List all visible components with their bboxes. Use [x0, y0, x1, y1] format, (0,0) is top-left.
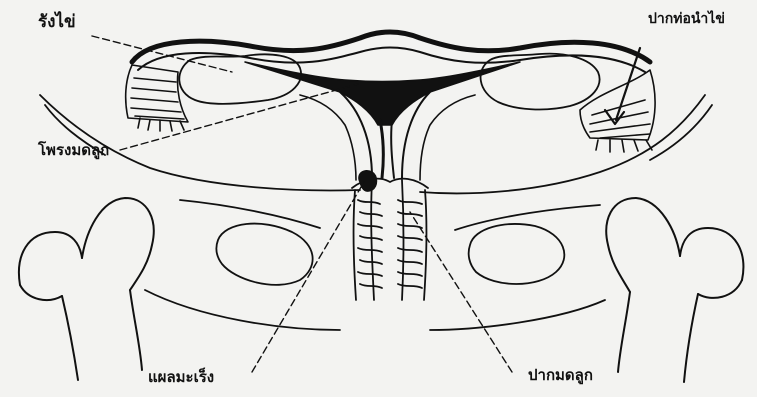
- right-femur: [606, 198, 743, 382]
- left-fimbriae: [126, 65, 188, 131]
- obturator-foramina: [216, 224, 564, 285]
- label-ovary: รังไข่: [38, 14, 76, 31]
- right-fimbriae: [580, 70, 655, 152]
- leader-ulcer: [252, 182, 364, 372]
- label-ulcer: แผลมะเร็ง: [148, 370, 214, 385]
- label-uterus: โพรงมดลูก: [38, 143, 109, 158]
- left-femur: [19, 198, 154, 380]
- label-cervix: ปากมดลูก: [528, 368, 593, 383]
- cancer-ulcer-mark: [359, 171, 377, 191]
- label-tube-opening: ปากท่อนำไข่: [648, 12, 725, 26]
- cervix: [352, 179, 428, 300]
